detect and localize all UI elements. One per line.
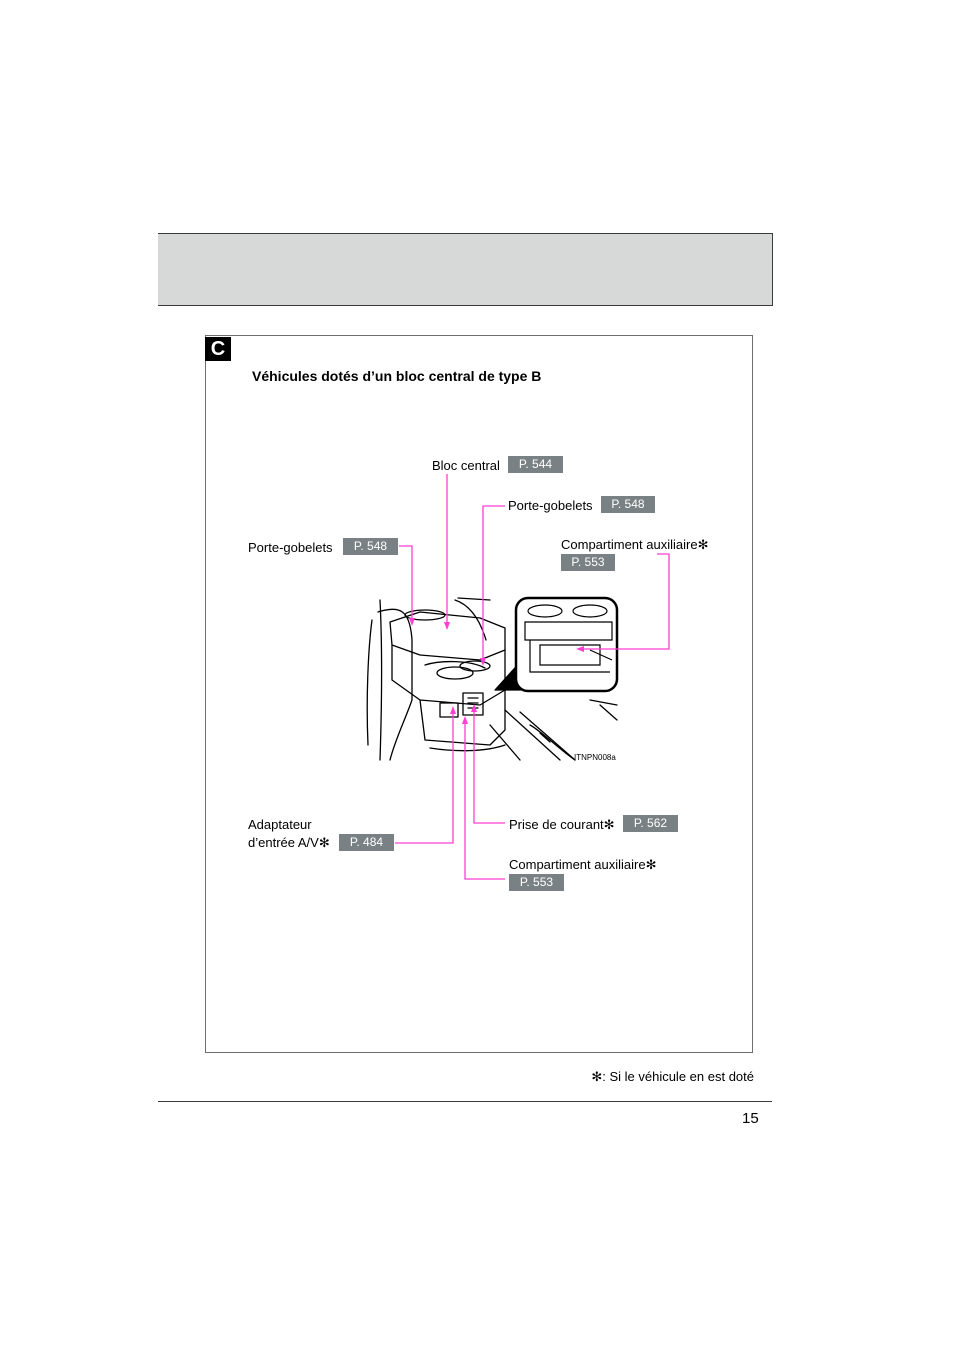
page-ref-porte-gobelets-left[interactable]: P. 548 <box>343 538 398 555</box>
page-ref-bloc-central[interactable]: P. 544 <box>508 456 563 473</box>
asterisk-icon: ✻ <box>603 817 615 832</box>
section-letter: C <box>205 337 231 361</box>
page-ref-prise-de-courant[interactable]: P. 562 <box>623 815 678 832</box>
header-band <box>158 233 773 306</box>
label-prise-de-courant: Prise de courant✻ <box>509 817 615 832</box>
figure-frame <box>205 335 753 1053</box>
label-porte-gobelets-left: Porte-gobelets <box>248 540 333 555</box>
label-bloc-central: Bloc central <box>432 458 500 473</box>
label-adaptateur-line2: d’entrée A/V✻ <box>248 835 330 850</box>
page-number: 15 <box>742 1110 759 1127</box>
asterisk-icon: ✻ <box>645 857 657 872</box>
asterisk-icon: ✻ <box>591 1069 603 1084</box>
bottom-rule <box>158 1101 772 1102</box>
section-title: Véhicules dotés d’un bloc central de typ… <box>252 368 542 384</box>
asterisk-icon: ✻ <box>318 835 330 850</box>
asterisk-icon: ✻ <box>697 537 709 552</box>
page-ref-compartiment-top[interactable]: P. 553 <box>561 554 615 571</box>
label-compartiment-bottom: Compartiment auxiliaire✻ <box>509 857 657 872</box>
label-adaptateur-line1: Adaptateur <box>248 817 312 832</box>
label-porte-gobelets-right: Porte-gobelets <box>508 498 593 513</box>
footnote: ✻: Si le véhicule en est doté <box>591 1069 754 1084</box>
page-ref-compartiment-bottom[interactable]: P. 553 <box>509 874 564 891</box>
page-ref-porte-gobelets-right[interactable]: P. 548 <box>601 496 655 513</box>
illustration-code: ITNPN008a <box>574 753 616 762</box>
label-compartiment-top: Compartiment auxiliaire✻ <box>561 537 709 552</box>
page-ref-adaptateur[interactable]: P. 484 <box>339 834 394 851</box>
